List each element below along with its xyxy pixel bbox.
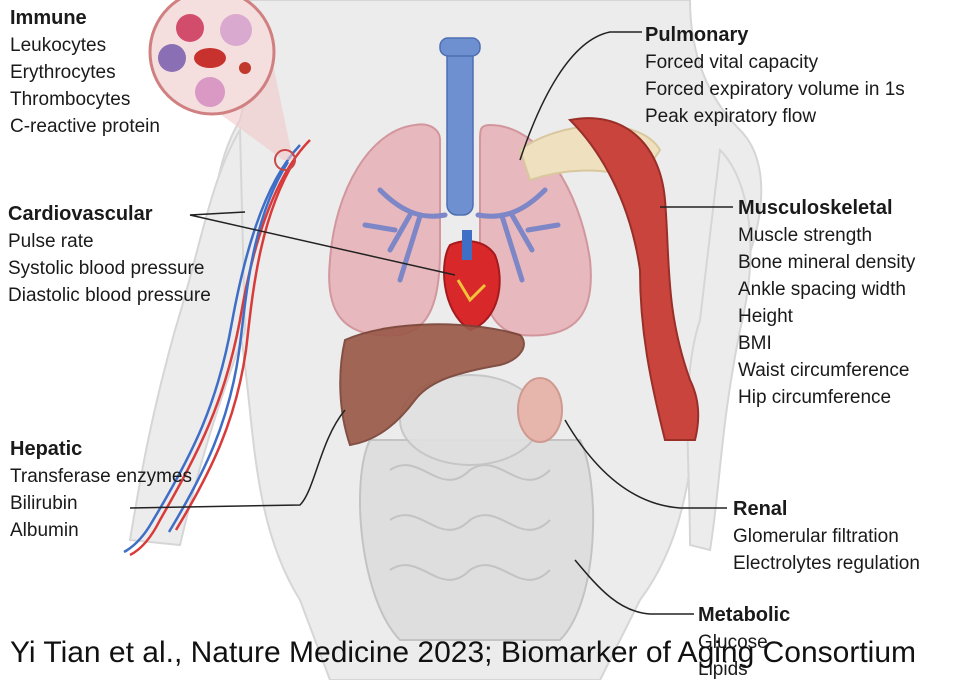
renal-item: Glomerular filtration [733,523,920,550]
musculoskeletal-item: BMI [738,330,915,357]
immune-item: Thrombocytes [10,86,160,113]
cardiovascular-item: Pulse rate [8,228,211,255]
cardiovascular-item: Diastolic blood pressure [8,282,211,309]
immune-title: Immune [10,5,160,32]
hepatic-item: Bilirubin [10,490,192,517]
source-caption: Yi Tian et al., Nature Medicine 2023; Bi… [10,636,916,670]
immune-item: Erythrocytes [10,59,160,86]
hepatic-title: Hepatic [10,436,192,463]
musculoskeletal-item: Waist circumference [738,357,915,384]
hepatic-group: Hepatic Transferase enzymes Bilirubin Al… [10,436,192,544]
musculoskeletal-item: Height [738,303,915,330]
musculoskeletal-item: Muscle strength [738,222,915,249]
immune-group: Immune Leukocytes Erythrocytes Thrombocy… [10,5,160,140]
musculoskeletal-title: Musculoskeletal [738,195,915,222]
renal-group: Renal Glomerular filtration Electrolytes… [733,496,920,577]
cardiovascular-item: Systolic blood pressure [8,255,211,282]
hepatic-item: Transferase enzymes [10,463,192,490]
musculoskeletal-item: Hip circumference [738,384,915,411]
immune-item: C-reactive protein [10,113,160,140]
renal-item: Electrolytes regulation [733,550,920,577]
cardiovascular-title: Cardiovascular [8,201,211,228]
immune-item: Leukocytes [10,32,160,59]
pulmonary-title: Pulmonary [645,22,905,49]
musculoskeletal-group: Musculoskeletal Muscle strength Bone min… [738,195,915,411]
intestine [360,440,593,640]
pulmonary-item: Forced expiratory volume in 1s [645,76,905,103]
musculoskeletal-item: Bone mineral density [738,249,915,276]
renal-title: Renal [733,496,920,523]
pulmonary-item: Peak expiratory flow [645,103,905,130]
pulmonary-group: Pulmonary Forced vital capacity Forced e… [645,22,905,130]
metabolic-title: Metabolic [698,602,790,629]
kidney [518,378,562,442]
cardiovascular-group: Cardiovascular Pulse rate Systolic blood… [8,201,211,309]
musculoskeletal-item: Ankle spacing width [738,276,915,303]
hepatic-item: Albumin [10,517,192,544]
pulmonary-item: Forced vital capacity [645,49,905,76]
